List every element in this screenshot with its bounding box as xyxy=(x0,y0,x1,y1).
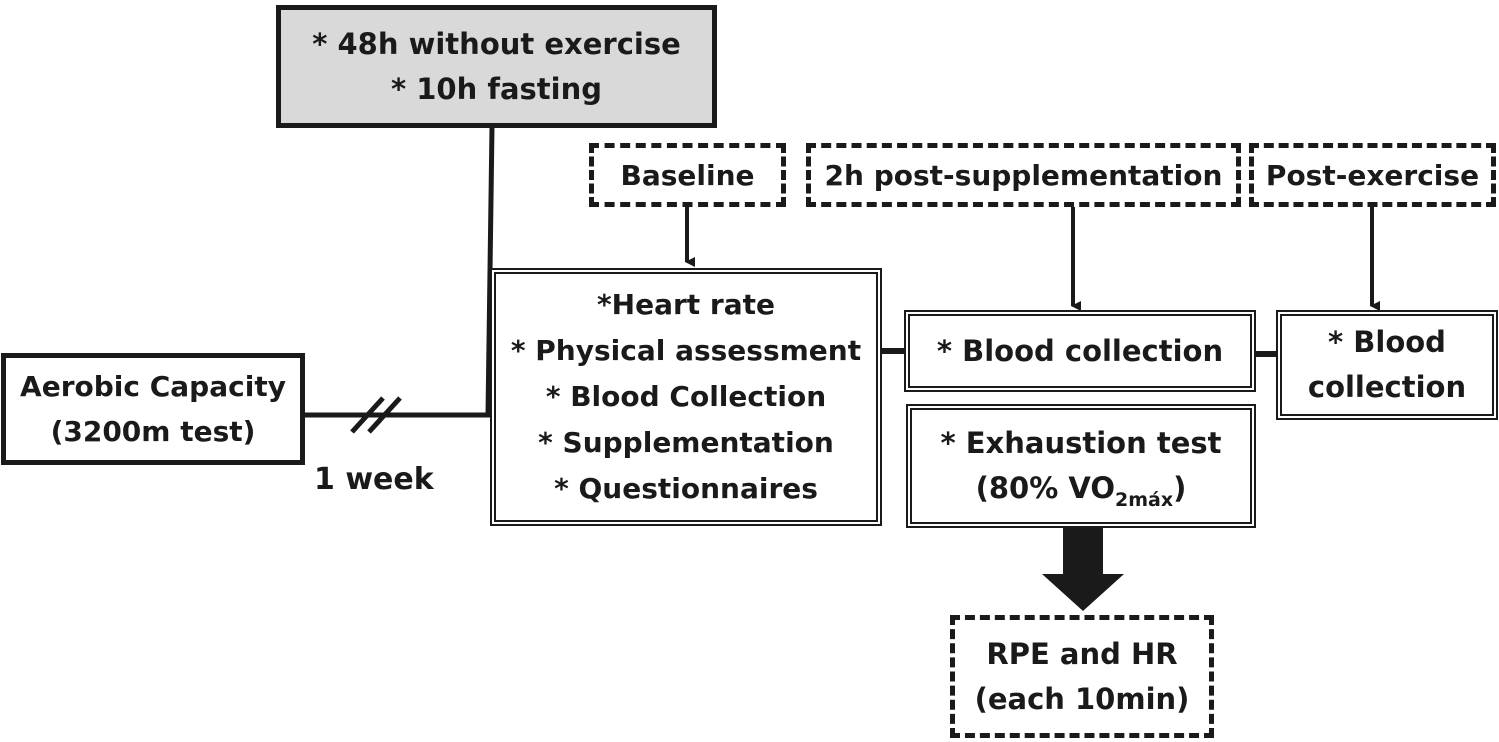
baseline-tasks-box: *Heart rate * Physical assessment * Bloo… xyxy=(490,268,882,526)
blood-collection-post-line-2: collection xyxy=(1307,370,1467,404)
block-arrow-exhaustion-to-monitoring xyxy=(1042,526,1124,611)
monitoring-box: RPE and HR (each 10min) xyxy=(950,615,1214,738)
task-supplementation: * Supplementation xyxy=(538,426,834,459)
timeline-break-mark-2 xyxy=(367,396,402,434)
task-blood-collection: * Blood Collection xyxy=(545,380,827,413)
conditions-box: * 48h without exercise * 10h fasting xyxy=(276,5,717,128)
aerobic-capacity-test: (3200m test) xyxy=(50,415,256,448)
aerobic-capacity-title: Aerobic Capacity xyxy=(20,370,286,403)
task-physical-assessment: * Physical assessment xyxy=(510,334,862,367)
exhaustion-test-intensity: (80% VO2máx) xyxy=(976,466,1187,511)
phase-baseline: Baseline xyxy=(589,143,786,207)
blood-collection-post-line-1: * Blood xyxy=(1328,325,1446,359)
timeline-break-mark-1 xyxy=(350,396,385,434)
intensity-subscript: 2máx xyxy=(1114,489,1174,511)
intensity-prefix: (80% VO xyxy=(975,471,1115,505)
aerobic-capacity-box: Aerobic Capacity (3200m test) xyxy=(1,353,305,465)
conditions-line-1: * 48h without exercise xyxy=(312,26,681,61)
conditions-line-2: * 10h fasting xyxy=(390,71,602,106)
phase-post-supplementation: 2h post-supplementation xyxy=(806,143,1241,207)
exhaustion-test-title: * Exhaustion test xyxy=(940,426,1222,460)
interval-label: 1 week xyxy=(314,462,434,497)
blood-collection-2h-box: * Blood collection xyxy=(904,310,1256,392)
blood-collection-post-box: * Blood collection xyxy=(1276,310,1498,420)
intensity-suffix: ) xyxy=(1173,471,1187,505)
task-questionnaires: * Questionnaires xyxy=(554,472,818,505)
exhaustion-test-box: * Exhaustion test (80% VO2máx) xyxy=(906,404,1256,528)
monitoring-line-1: RPE and HR xyxy=(986,636,1178,671)
phase-post-exercise: Post-exercise xyxy=(1249,143,1496,207)
task-heart-rate: *Heart rate xyxy=(597,288,775,321)
monitoring-line-2: (each 10min) xyxy=(974,681,1190,716)
